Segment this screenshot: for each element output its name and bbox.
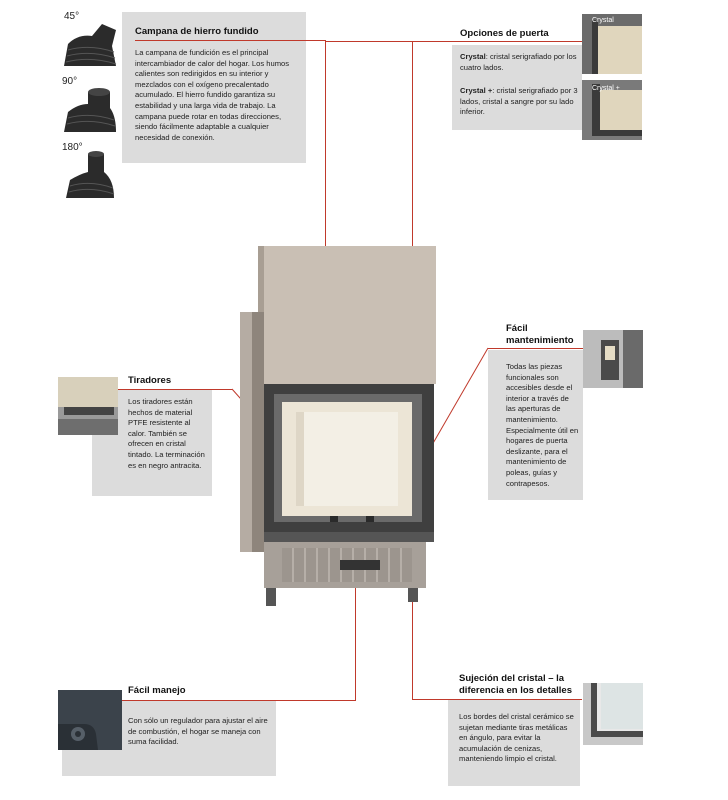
- fireplace-glass-inner: [296, 412, 398, 506]
- crystal-plus-thumbnail-glass: [600, 90, 642, 130]
- angle-90-label: 90°: [62, 76, 78, 87]
- sujecion-title-line2: diferencia en los detalles: [459, 685, 572, 696]
- mantenimiento-title-rule: [488, 348, 584, 349]
- mantenimiento-box: [488, 350, 583, 500]
- mantenimiento-text: Todas las piezas funcionales son accesib…: [506, 362, 579, 488]
- connector-campana: [325, 40, 326, 260]
- mantenimiento-thumbnail-opening: [605, 346, 615, 360]
- tiradores-title-rule: [118, 389, 232, 390]
- fireplace-side-panel-inner: [252, 312, 264, 552]
- crystal-thumbnail: Crystal: [582, 14, 642, 74]
- angle-45-label: 45°: [64, 11, 80, 22]
- puerta-box: [452, 45, 582, 130]
- connector-sujecion: [412, 520, 413, 700]
- fireplace-top-panel: [262, 246, 436, 384]
- mantenimiento-thumbnail-edge: [623, 330, 643, 388]
- crystal-plus-thumbnail: Crystal +: [582, 80, 642, 140]
- fireplace-foot-right: [408, 588, 418, 602]
- manejo-title: Fácil manejo: [128, 685, 186, 696]
- crystal-thumbnail-glass: [598, 26, 642, 74]
- mantenimiento-title-line1: Fácil: [506, 323, 528, 334]
- crystal-plus-option-name: Crystal +: [460, 86, 493, 95]
- campana-title-rule: [135, 40, 325, 41]
- tiradores-text: Los tiradores están hechos de material P…: [128, 397, 205, 470]
- crystal-plus-option-desc: : cristal serigrafiado por 3 lados, cris…: [460, 86, 578, 117]
- fireplace-foot-left: [266, 588, 276, 606]
- sujecion-title-line1: Sujeción del cristal – la: [459, 673, 565, 684]
- puerta-title-rule: [325, 41, 582, 42]
- fireplace-handle-right: [366, 516, 374, 522]
- regulator-image: [58, 690, 122, 750]
- angle-180-label: 180°: [62, 142, 83, 153]
- fireplace-base-strip: [264, 532, 434, 542]
- hood-90-image: [64, 88, 116, 132]
- hood-180-image: [66, 151, 115, 198]
- sujecion-text: Los bordes del cristal cerámico se sujet…: [459, 712, 574, 764]
- crystal-option-name: Crystal: [460, 52, 486, 61]
- crystal-plus-thumbnail-frame: [592, 84, 600, 134]
- manejo-title-rule: [118, 700, 356, 701]
- tiradores-thumbnail-handle: [64, 407, 114, 415]
- sujecion-thumbnail-glass: [601, 683, 643, 729]
- mantenimiento-thumbnail: [583, 330, 643, 388]
- crystal-thumbnail-frame: [592, 20, 598, 74]
- tiradores-thumbnail-panel: [58, 377, 118, 407]
- connector-puerta: [412, 41, 413, 261]
- connector-manejo: [355, 520, 356, 700]
- fireplace-handle-left: [330, 516, 338, 522]
- tiradores-thumbnail-base: [58, 419, 118, 435]
- campana-text: La campana de fundición es el principal …: [135, 48, 290, 142]
- sujecion-title-rule: [412, 699, 582, 700]
- sujecion-thumbnail: [583, 683, 643, 745]
- crystal-thumbnail-label: Crystal: [592, 17, 614, 24]
- crystal-plus-option-text: Crystal +: cristal serigrafiado por 3 la…: [460, 86, 578, 118]
- crystal-option-desc: : cristal serigrafiado por los cuatro la…: [460, 52, 577, 72]
- fireplace-air-regulator: [340, 560, 380, 570]
- tiradores-thumbnail: [58, 377, 118, 435]
- manejo-text: Con sólo un regulador para ajustar el ai…: [128, 716, 268, 747]
- mantenimiento-title-line2: mantenimiento: [506, 335, 574, 346]
- campana-box: [122, 12, 306, 163]
- crystal-plus-thumbnail-base: [592, 130, 642, 136]
- hood-45-image: [64, 24, 117, 66]
- campana-title: Campana de hierro fundido: [135, 26, 259, 37]
- puerta-title: Opciones de puerta: [460, 28, 549, 39]
- sujecion-box: [448, 700, 580, 786]
- tiradores-title: Tiradores: [128, 375, 172, 386]
- crystal-option-text: Crystal: cristal serigrafiado por los cu…: [460, 52, 578, 73]
- crystal-plus-thumbnail-label: Crystal +: [592, 85, 620, 92]
